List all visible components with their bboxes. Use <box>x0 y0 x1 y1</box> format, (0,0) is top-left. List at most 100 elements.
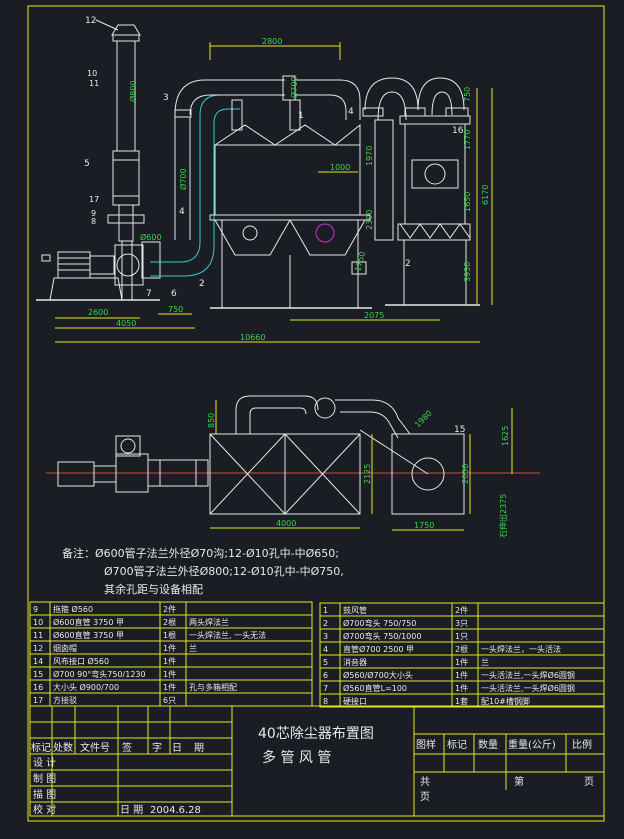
parts-left-row-2-qty: 1根 <box>163 630 176 640</box>
parts-left-row-6-remark: 孔与多箱相配 <box>189 682 237 692</box>
top-ducts <box>174 75 361 240</box>
plan-dim-1980: 1980 <box>413 409 434 430</box>
parts-left-row-2-remark: 一头焊法兰, 一头无法 <box>189 630 266 640</box>
date-label: 日 期 <box>120 804 143 816</box>
callout-17: 17 <box>89 195 99 204</box>
parts-right-row-4-remark: 兰 <box>481 657 489 667</box>
elevation-callouts: 12 10 11 3 5 17 9 8 4 7 6 2 1 4 16 2 <box>84 16 464 299</box>
parts-right-row-7-no: 8 <box>323 697 328 706</box>
parts-left-row-7-no: 17 <box>33 696 43 705</box>
callout-4: 4 <box>179 207 185 217</box>
callout-3: 3 <box>163 93 169 103</box>
notes: 备注：Ø600管子法兰外径Ø70沟;12-Ø10孔中-中Ø650; Ø700管子… <box>62 546 344 596</box>
row-draw: 制 图 <box>33 772 56 785</box>
parts-left-row-7-name: 方接驳 <box>53 695 77 705</box>
callout-9: 9 <box>91 209 96 218</box>
parts-left-row-1-remark: 两头焊法兰 <box>189 617 229 627</box>
callout-4b: 4 <box>348 107 354 117</box>
callout-16: 16 <box>452 126 464 136</box>
note-line-2: Ø700管子法兰外径Ø800;12-Ø10孔中-中Ø750, <box>104 564 344 578</box>
plan-dim-4000: 4000 <box>276 519 296 528</box>
hdr-file: 文件号 <box>80 741 110 754</box>
callout-10: 10 <box>87 69 97 78</box>
hdr-place: 处数 <box>53 741 73 754</box>
parts-left-row-2-name: Ø600直管 3750 甲 <box>53 630 124 640</box>
dim-1650: 1650 <box>463 192 472 212</box>
elevation-view: 2800 2600 4050 10660 750 2075 1000 750 1… <box>36 16 493 343</box>
dim-2075: 2075 <box>364 311 384 320</box>
parts-left-row-2-no: 11 <box>33 631 43 640</box>
hdr-sign: 签 <box>122 741 132 754</box>
parts-right-row-5-name: Ø560/Ø700大小头 <box>343 670 413 680</box>
parts-right-row-4-name: 消音器 <box>343 657 367 667</box>
parts-right-row-1-no: 2 <box>323 619 328 628</box>
parts-right-row-4-no: 5 <box>323 658 328 667</box>
page-label-2: 页 <box>584 776 594 788</box>
plan-dim-850: 850 <box>207 413 216 428</box>
parts-left-row-3-qty: 1件 <box>163 643 176 653</box>
parts-right-row-1-name: Ø700弯头 750/750 <box>343 618 416 628</box>
parts-right-row-6-remark: 一头活法兰,一头焊Ø6圆钢 <box>481 683 575 693</box>
parts-right-row-6-qty: 1件 <box>455 683 468 693</box>
callout-5: 5 <box>84 159 90 169</box>
callout-8: 8 <box>91 217 96 226</box>
sheet-border <box>27 5 605 822</box>
hdr-date: 日 <box>172 743 182 754</box>
hdr-period: 期 <box>194 742 204 754</box>
plan-view: 4000 1750 850 1980 1625 2125 2050 石伸出237… <box>46 395 540 538</box>
parts-left-row-1-qty: 2根 <box>163 617 176 627</box>
plan-dim-2125: 2125 <box>363 464 372 484</box>
parts-left-row-4-no: 14 <box>33 657 43 666</box>
callout-12: 12 <box>85 16 96 26</box>
right-unit <box>362 77 480 306</box>
dim-10660: 10660 <box>240 333 265 342</box>
callout-2b: 2 <box>405 259 411 269</box>
hdr-mark: 标记 <box>31 742 51 754</box>
parts-right-row-4-qty: 1件 <box>455 657 468 667</box>
dim-2800: 2800 <box>262 37 282 46</box>
parts-right-row-6-name: Ø560直管L=100 <box>343 683 407 693</box>
dim-dia-left: Ø800 <box>128 80 138 102</box>
drawing-title: 40芯除尘器布置图 <box>258 726 374 742</box>
parts-right-row-2-qty: 1只 <box>455 632 468 641</box>
parts-left-row-7-qty: 6只 <box>163 696 176 705</box>
parts-left-row-0-no: 9 <box>33 605 38 614</box>
parts-left-row-1-name: Ø600直管 3750 甲 <box>53 617 124 627</box>
parts-left-row-5-qty: 1件 <box>163 669 176 679</box>
hdr-pattern: 图样 <box>416 738 436 751</box>
parts-right-row-6-no: 7 <box>323 684 328 693</box>
parts-left-row-0-name: 拖箍 Ø560 <box>53 604 93 614</box>
elevation-dims: 2800 2600 4050 10660 750 2075 1000 750 1… <box>55 37 493 343</box>
parts-right-row-7-qty: 1套 <box>455 696 468 706</box>
total-label: 共 <box>420 776 430 788</box>
parts-right-row-0-name: 鼓风管 <box>343 605 367 615</box>
dim-750b: 750 <box>463 87 472 102</box>
parts-left-row-4-qty: 1件 <box>163 656 176 666</box>
hdr-mark2: 标记 <box>447 739 467 751</box>
plan-dim-1750: 1750 <box>414 521 434 530</box>
row-trace: 描 图 <box>33 788 56 801</box>
filter-body <box>209 123 372 309</box>
parts-left-row-3-no: 12 <box>33 644 43 653</box>
callout-1: 1 <box>298 111 304 121</box>
parts-right-row-5-remark: 一头活法兰,一头焊Ø6圆钢 <box>481 670 575 680</box>
parts-right-row-0-no: 1 <box>323 606 328 615</box>
dim-1000: 1000 <box>330 163 350 172</box>
parts-left-row-6-qty: 1件 <box>163 682 176 692</box>
parts-right-row-5-qty: 1件 <box>455 670 468 680</box>
dim-3930: 3930 <box>463 262 472 282</box>
sheet-label: 第 <box>514 775 524 788</box>
parts-left-row-3-remark: 兰 <box>189 643 197 653</box>
title-block: 40芯除尘器布置图 多 管 风 管 标记 处数 文件号 签 字 日 期 设 计 … <box>29 705 605 817</box>
parts-left-row-1-no: 10 <box>33 618 43 627</box>
parts-right-row-3-qty: 2根 <box>455 644 468 654</box>
callout-6: 6 <box>171 289 177 299</box>
dim-2300: 2300 <box>365 210 374 230</box>
dim-6170: 6170 <box>481 185 490 205</box>
parts-right-row-3-remark: 一头焊法兰，一头活法 <box>481 644 561 654</box>
callout-2: 2 <box>199 279 205 289</box>
parts-right-row-7-name: 硬接口 <box>343 696 367 706</box>
hdr-word: 字 <box>152 741 162 754</box>
